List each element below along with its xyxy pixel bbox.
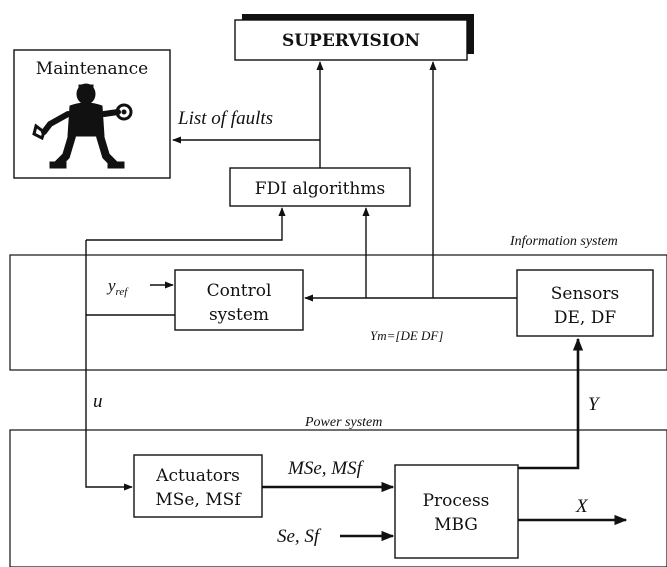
information-system-frame — [9, 254, 667, 371]
yref-subscript: ref — [116, 286, 130, 298]
u-to-fdi-arrow — [86, 207, 286, 241]
X-label: X — [575, 496, 589, 517]
ym-label: Ym=[DE DF] — [370, 328, 443, 343]
control-system-label-line1: Control — [207, 281, 272, 301]
sensors-label-line1: Sensors — [551, 284, 619, 304]
Y-label: Y — [588, 394, 601, 415]
mechanic-icon — [32, 83, 133, 169]
information-system-label: Information system — [509, 234, 618, 249]
process-box — [394, 464, 519, 559]
mse-msf-label: MSe, MSf — [287, 458, 365, 479]
power-system-frame — [9, 429, 667, 567]
se-sf-label: Se, Sf — [277, 526, 322, 547]
control-system-box — [174, 269, 304, 331]
fdi-label: FDI algorithms — [255, 179, 385, 199]
list-of-faults-label: List of faults — [177, 108, 273, 129]
actuators-label-line1: Actuators — [155, 466, 240, 486]
control-output-u-path — [85, 314, 175, 491]
actuators-box — [133, 454, 263, 518]
u-label: u — [93, 391, 103, 412]
yref-label: yref — [106, 276, 129, 298]
sensors-box — [516, 269, 654, 337]
power-system-label: Power system — [304, 415, 382, 430]
supervision-label: SUPERVISION — [282, 31, 420, 51]
process-label-line2: MBG — [434, 515, 478, 535]
sensors-label-line2: DE, DF — [554, 308, 616, 328]
control-system-label-line2: system — [209, 305, 269, 325]
process-label-line1: Process — [423, 491, 490, 511]
supervision-box — [234, 19, 468, 61]
maintenance-label: Maintenance — [36, 59, 148, 79]
process-to-sensors-arrow — [518, 337, 584, 470]
actuators-label-line2: MSe, MSf — [155, 490, 242, 510]
